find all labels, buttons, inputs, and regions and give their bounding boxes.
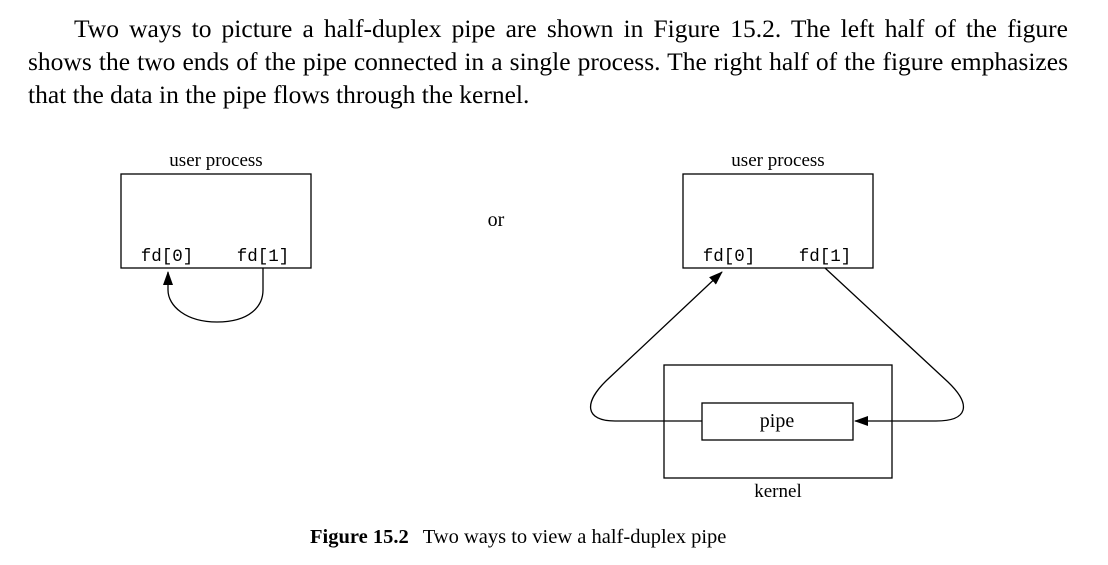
pipe-label: pipe	[760, 410, 795, 432]
pipe-to-fd0-arrow	[590, 271, 723, 422]
body-paragraph: Two ways to picture a half-duplex pipe a…	[28, 14, 1068, 109]
fd1-to-pipe-arrow	[824, 267, 965, 426]
right-user-process-label: user process	[731, 150, 824, 171]
right-fd0-label: fd[0]	[703, 247, 756, 267]
right-user-process-box	[682, 173, 874, 269]
figure-caption: Figure 15.2 Two ways to view a half-duple…	[310, 526, 726, 549]
or-separator: or	[488, 209, 505, 231]
left-pipe-loop-arrow	[163, 268, 264, 323]
left-fd1-label: fd[1]	[237, 247, 290, 267]
kernel-label: kernel	[754, 481, 801, 502]
left-user-process-box	[120, 173, 312, 269]
right-fd1-label: fd[1]	[799, 247, 852, 267]
right-diagram: user process fd[0] fd[1] kernel pipe	[590, 150, 965, 502]
left-fd0-label: fd[0]	[141, 247, 194, 267]
left-user-process-label: user process	[169, 150, 262, 171]
figure-caption-text: Two ways to view a half-duplex pipe	[422, 526, 727, 548]
left-diagram: user process fd[0] fd[1]	[120, 150, 312, 323]
figure-caption-number: Figure 15.2	[310, 526, 409, 548]
